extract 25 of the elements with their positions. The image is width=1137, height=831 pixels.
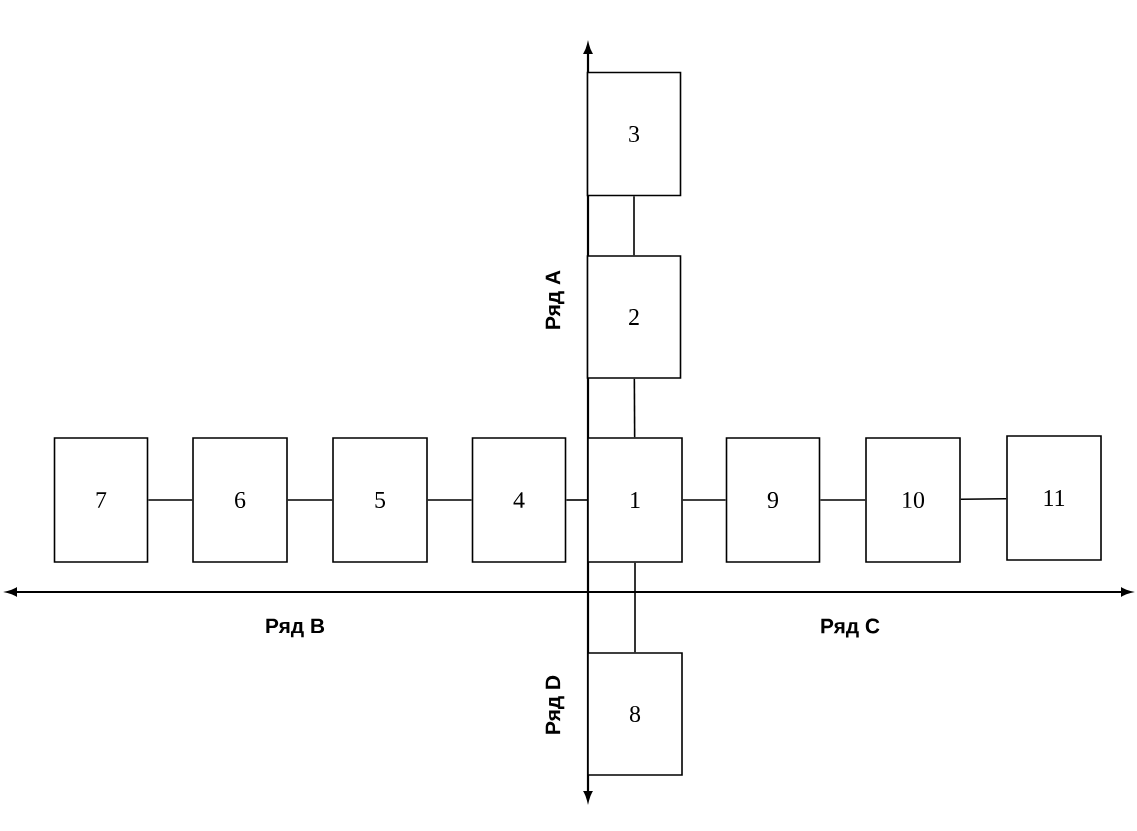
numbered-box: 6 bbox=[192, 437, 288, 563]
connector-line bbox=[287, 499, 333, 501]
numbered-box: 2 bbox=[586, 255, 682, 379]
axis-label: Ряд D bbox=[545, 675, 565, 734]
numbered-box: 8 bbox=[587, 652, 683, 776]
connector-line bbox=[427, 499, 473, 501]
numbered-box: 3 bbox=[586, 71, 682, 197]
connector-line bbox=[147, 499, 193, 501]
connector-line bbox=[682, 499, 727, 501]
axis-label: Ряд А bbox=[545, 270, 565, 329]
connector-line bbox=[633, 195, 635, 256]
connector-line bbox=[819, 499, 866, 501]
connector-line bbox=[565, 499, 588, 501]
numbered-box: 10 bbox=[865, 437, 961, 563]
axis-label: Ряд С bbox=[821, 618, 880, 638]
numbered-box: 9 bbox=[725, 437, 821, 563]
numbered-box: 1 bbox=[587, 437, 683, 563]
numbered-box: 11 bbox=[1006, 435, 1102, 561]
numbered-box: 4 bbox=[471, 437, 567, 563]
connector-line bbox=[634, 562, 636, 653]
axis-label: Ряд В bbox=[266, 618, 325, 638]
connector-line bbox=[633, 378, 636, 438]
connector-line bbox=[960, 497, 1007, 501]
numbered-box: 7 bbox=[53, 437, 149, 563]
numbered-box: 5 bbox=[332, 437, 428, 563]
